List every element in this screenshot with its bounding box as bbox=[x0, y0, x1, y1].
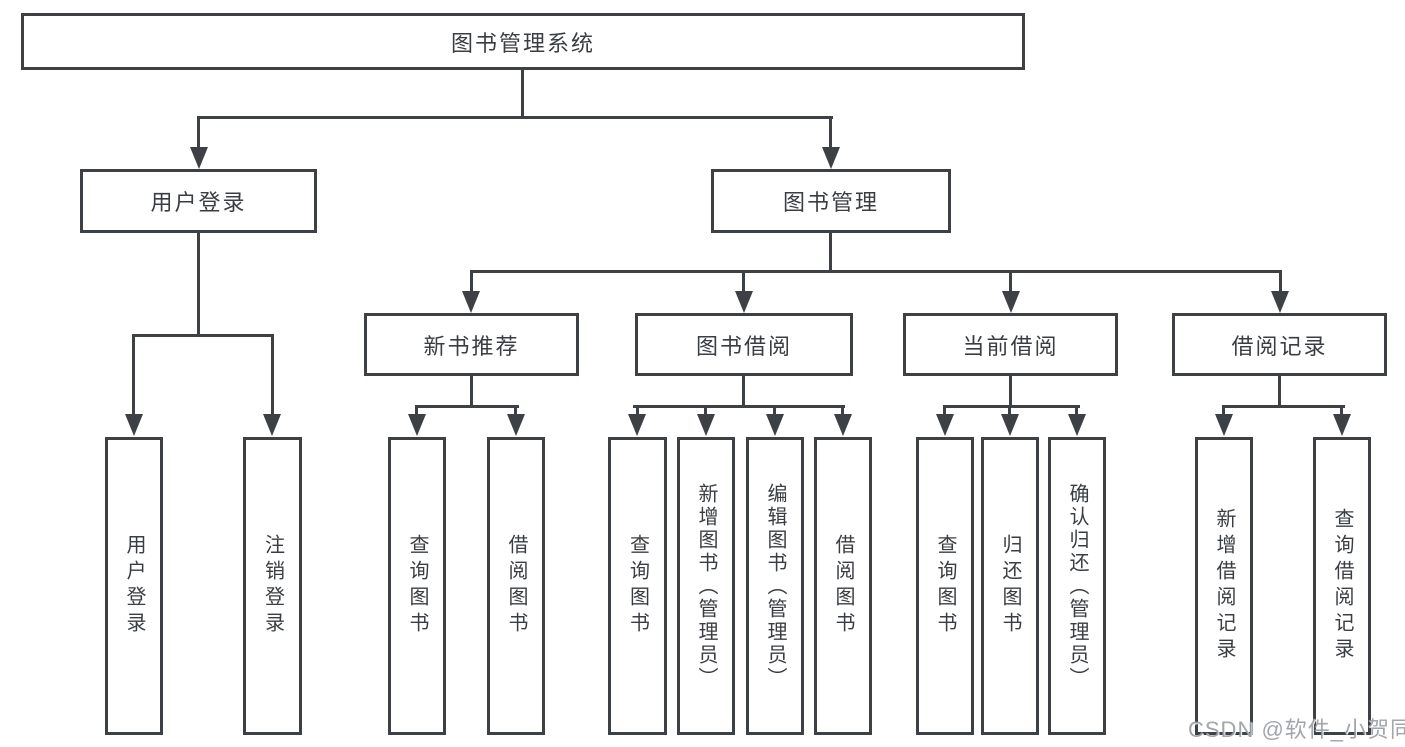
leaf-label: 确认归还（管理员） bbox=[1066, 482, 1088, 690]
connector-line bbox=[1340, 405, 1343, 417]
arrow-down-icon bbox=[735, 291, 753, 313]
leaf-confirm-return-admin: 确认归还（管理员） bbox=[1048, 437, 1106, 735]
arrow-down-icon bbox=[408, 414, 426, 436]
leaf-edit-books-admin: 编辑图书（管理员） bbox=[746, 437, 804, 735]
connector-line bbox=[470, 374, 473, 408]
leaf-label: 查询借阅记录 bbox=[1331, 508, 1353, 664]
arrow-down-icon bbox=[1215, 414, 1233, 436]
connector-line bbox=[1009, 270, 1012, 294]
arrow-down-icon bbox=[462, 291, 480, 313]
arrow-down-icon bbox=[1271, 291, 1289, 313]
arrow-down-icon bbox=[1001, 414, 1019, 436]
leaf-label: 借阅图书 bbox=[832, 534, 854, 638]
connector-line bbox=[943, 405, 1080, 408]
connector-line bbox=[829, 116, 832, 150]
leaf-return-books: 归还图书 bbox=[981, 437, 1039, 735]
connector-line bbox=[197, 116, 833, 119]
connector-line bbox=[742, 270, 745, 294]
arrow-down-icon bbox=[125, 414, 143, 436]
arrow-down-icon bbox=[766, 414, 784, 436]
arrow-down-icon bbox=[628, 414, 646, 436]
connector-line bbox=[197, 230, 200, 336]
arrow-down-icon bbox=[936, 414, 954, 436]
leaf-label: 用户登录 bbox=[123, 534, 145, 638]
connector-line bbox=[704, 405, 707, 417]
leaf-query-books-borrow: 查询图书 bbox=[608, 437, 667, 735]
connector-line bbox=[521, 66, 524, 118]
node-borrow-records: 借阅记录 bbox=[1172, 313, 1387, 376]
connector-line bbox=[841, 405, 844, 417]
leaf-add-books-admin: 新增图书（管理员） bbox=[677, 437, 735, 735]
connector-line bbox=[197, 116, 200, 150]
connector-line bbox=[470, 270, 473, 294]
connector-line bbox=[636, 405, 639, 417]
leaf-query-books-current: 查询图书 bbox=[916, 437, 974, 735]
connector-line bbox=[1009, 374, 1012, 408]
arrow-down-icon bbox=[1068, 414, 1086, 436]
arrow-down-icon bbox=[1333, 414, 1351, 436]
arrow-down-icon bbox=[834, 414, 852, 436]
connector-line bbox=[132, 334, 274, 337]
leaf-label: 编辑图书（管理员） bbox=[764, 482, 786, 690]
leaf-label: 查询图书 bbox=[406, 534, 428, 638]
leaf-label: 新增图书（管理员） bbox=[695, 482, 717, 690]
connector-line bbox=[943, 405, 946, 417]
connector-line bbox=[271, 334, 274, 416]
watermark: CSDN @软件_小贺同学 bbox=[1188, 717, 1405, 742]
leaf-logout: 注销登录 bbox=[243, 437, 302, 735]
connector-line bbox=[514, 405, 517, 417]
connector-line bbox=[415, 405, 418, 417]
connector-line bbox=[742, 374, 745, 408]
arrow-down-icon bbox=[697, 414, 715, 436]
arrow-down-icon bbox=[263, 414, 281, 436]
leaf-query-books-recommend: 查询图书 bbox=[388, 437, 446, 735]
connector-line bbox=[415, 405, 519, 408]
node-book-management: 图书管理 bbox=[711, 169, 951, 233]
leaf-borrow-books-recommend: 借阅图书 bbox=[487, 437, 545, 735]
connector-line bbox=[773, 405, 776, 417]
connector-line bbox=[1222, 405, 1345, 408]
arrow-down-icon bbox=[507, 414, 525, 436]
node-root: 图书管理系统 bbox=[21, 13, 1025, 70]
leaf-label: 新增借阅记录 bbox=[1213, 508, 1235, 664]
leaf-add-borrow-record: 新增借阅记录 bbox=[1195, 437, 1253, 735]
connector-line bbox=[132, 334, 135, 416]
arrow-down-icon bbox=[1002, 291, 1020, 313]
connector-line bbox=[1278, 374, 1281, 408]
leaf-query-borrow-record: 查询借阅记录 bbox=[1313, 437, 1371, 735]
node-book-borrow: 图书借阅 bbox=[635, 313, 853, 376]
leaf-label: 归还图书 bbox=[999, 534, 1021, 638]
node-new-book-recommend: 新书推荐 bbox=[364, 313, 579, 376]
leaf-label: 借阅图书 bbox=[505, 534, 527, 638]
node-current-borrow: 当前借阅 bbox=[903, 313, 1118, 376]
node-user-login: 用户登录 bbox=[80, 169, 317, 233]
connector-line bbox=[1075, 405, 1078, 417]
connector-line bbox=[829, 230, 832, 273]
connector-line bbox=[1279, 270, 1282, 294]
leaf-borrow-books: 借阅图书 bbox=[814, 437, 872, 735]
leaf-label: 注销登录 bbox=[261, 534, 284, 638]
connector-line bbox=[1008, 405, 1011, 417]
leaf-label: 查询图书 bbox=[626, 534, 649, 638]
connector-line bbox=[633, 405, 845, 408]
connector-line bbox=[470, 270, 1282, 273]
arrow-down-icon bbox=[822, 147, 840, 169]
connector-line bbox=[1222, 405, 1225, 417]
arrow-down-icon bbox=[190, 147, 208, 169]
leaf-user-login: 用户登录 bbox=[105, 437, 163, 735]
leaf-label: 查询图书 bbox=[934, 534, 956, 638]
